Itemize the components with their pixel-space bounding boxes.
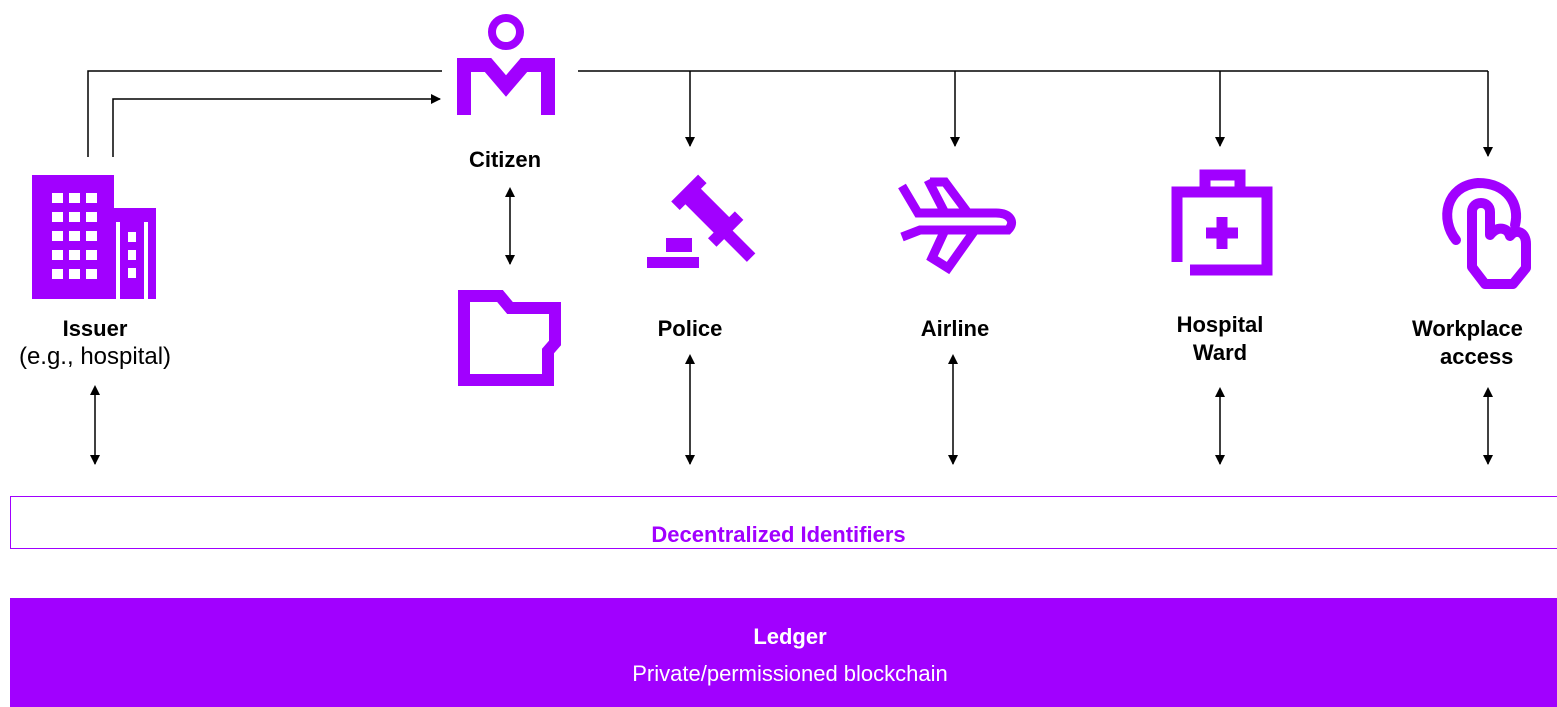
hospital-title: Hospital bbox=[1176, 312, 1264, 337]
ledger-subtitle: Private/permissioned blockchain bbox=[632, 661, 948, 686]
did-box bbox=[10, 496, 1557, 549]
issuer-to-citizen-line bbox=[87, 70, 442, 157]
gavel-icon bbox=[647, 174, 756, 268]
issuer-label: Issuer (e.g., hospital) bbox=[0, 315, 190, 371]
airline-title: Airline bbox=[920, 316, 990, 341]
touch-hand-icon bbox=[1442, 178, 1531, 289]
workplace-title: Workplace bbox=[1412, 316, 1523, 341]
airplane-icon bbox=[898, 177, 1016, 275]
workplace-title-line2: access bbox=[1440, 344, 1514, 369]
citizen-title: Citizen bbox=[468, 147, 542, 172]
hospital-title-line2: Ward bbox=[1192, 340, 1248, 365]
police-title: Police bbox=[657, 316, 723, 341]
issuer-to-citizen-arrow bbox=[112, 94, 441, 157]
airline-label: Airline bbox=[890, 315, 1020, 343]
building-icon bbox=[32, 175, 156, 299]
issuer-subtitle: (e.g., hospital) bbox=[18, 343, 172, 370]
person-icon bbox=[457, 14, 555, 115]
hospital-ward-label: Hospital Ward bbox=[1150, 311, 1290, 367]
ledger-box: Ledger Private/permissioned blockchain bbox=[10, 598, 1557, 707]
medical-kit-icon bbox=[1171, 169, 1273, 276]
issuer-title: Issuer bbox=[62, 316, 128, 341]
did-label: Decentralized Identifiers bbox=[651, 522, 906, 547]
workplace-access-label: Workplace access bbox=[1410, 315, 1557, 371]
folder-icon bbox=[458, 290, 561, 386]
citizen-label: Citizen bbox=[440, 146, 570, 174]
police-label: Police bbox=[630, 315, 750, 343]
ledger-title: Ledger bbox=[753, 624, 827, 649]
